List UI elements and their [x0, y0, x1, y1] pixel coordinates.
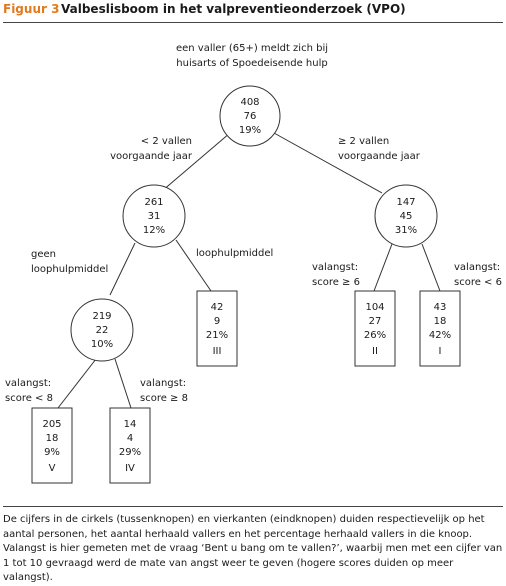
leaf-I-fallers: 18	[434, 316, 447, 327]
edge-right-leaf-II	[373, 243, 393, 292]
leaf-IV-fallers: 4	[127, 433, 133, 444]
leaf-III: 42 9 21% III	[196, 290, 238, 367]
node-leftleft-percentage: 10%	[91, 339, 113, 350]
node-leftleft-persons: 219	[92, 311, 111, 322]
edge-label-lt6-line-1: valangst:	[454, 262, 500, 273]
edge-left-leaf-III	[175, 239, 212, 292]
edge-left-leftleft	[109, 242, 136, 296]
node-root: 408 76 19%	[219, 85, 281, 147]
node-left-fallers: 31	[148, 211, 161, 222]
node-root-percentage: 19%	[239, 125, 261, 136]
leaf-III-percentage: 21%	[206, 330, 228, 341]
node-left-persons: 261	[144, 197, 163, 208]
leaf-I-label: I	[439, 346, 442, 357]
leaf-II: 104 27 26% II	[354, 290, 396, 367]
edge-label-lt8-line-1: valangst:	[5, 378, 51, 389]
decision-tree: een valler (65+) meldt zich bij huisarts…	[5, 43, 502, 484]
node-root-persons: 408	[240, 97, 259, 108]
bottom-rule	[3, 506, 503, 507]
edge-label-lt8-line-2: score < 8	[5, 393, 53, 404]
figure-label: Figuur 3	[3, 2, 60, 16]
leaf-V-percentage: 9%	[44, 447, 60, 458]
edge-label-ge8-line-1: valangst:	[140, 378, 186, 389]
node-right-persons: 147	[396, 197, 415, 208]
leaf-II-percentage: 26%	[364, 330, 386, 341]
edge-label-ge6-line-2: score ≥ 6	[312, 277, 360, 288]
node-leftleft: 219 22 10%	[70, 298, 134, 362]
tree-edges	[57, 132, 441, 409]
node-left-percentage: 12%	[143, 225, 165, 236]
edge-label-geen-line-2: loophulpmiddel	[31, 264, 108, 275]
top-rule	[3, 22, 503, 23]
edge-label-lt2-line-2: voorgaande jaar	[110, 151, 193, 162]
edge-label-ge8-line-2: score ≥ 8	[140, 393, 188, 404]
node-root-fallers: 76	[244, 111, 257, 122]
edge-label-ge2-line-2: voorgaande jaar	[338, 151, 421, 162]
leaf-II-fallers: 27	[369, 316, 382, 327]
node-leftleft-fallers: 22	[96, 325, 109, 336]
leaf-IV-label: IV	[125, 463, 135, 474]
edge-label-geen-line-1: geen	[31, 249, 56, 260]
edge-root-left	[161, 132, 231, 192]
root-label-line-2: huisarts of Spoedeisende hulp	[176, 58, 327, 69]
edge-leftleft-leaf-IV	[114, 358, 132, 409]
leaf-III-label: III	[213, 346, 222, 357]
node-left: 261 31 12%	[122, 184, 186, 248]
node-right-percentage: 31%	[395, 225, 417, 236]
edge-leftleft-leaf-V	[57, 358, 97, 409]
edge-label-loophulpmiddel: loophulpmiddel	[196, 248, 273, 259]
leaf-V-persons: 205	[42, 419, 61, 430]
figure-caption: De cijfers in de cirkels (tussenknopen) …	[3, 514, 503, 583]
leaf-I-persons: 43	[434, 302, 447, 313]
leaf-I: 43 18 42% I	[419, 290, 461, 367]
leaf-III-persons: 42	[211, 302, 224, 313]
edge-label-lt2-line-1: < 2 vallen	[141, 136, 192, 147]
figure-title: Valbeslisboom in het valpreventieonderzo…	[61, 2, 406, 16]
node-right-fallers: 45	[400, 211, 413, 222]
edge-label-lt6-line-2: score < 6	[454, 277, 502, 288]
node-right: 147 45 31%	[374, 184, 438, 248]
root-label-line-1: een valler (65+) meldt zich bij	[176, 43, 328, 54]
figure-header: Figuur 3 Valbeslisboom in het valprevent…	[3, 0, 503, 22]
edge-label-ge2-line-1: ≥ 2 vallen	[338, 136, 389, 147]
leaf-V-label: V	[49, 463, 56, 474]
leaf-I-percentage: 42%	[429, 330, 451, 341]
leaf-V: 205 18 9% V	[31, 407, 73, 484]
leaf-IV-percentage: 29%	[119, 447, 141, 458]
leaf-II-label: II	[372, 346, 378, 357]
leaf-V-fallers: 18	[46, 433, 59, 444]
edge-label-ge6-line-1: valangst:	[312, 262, 358, 273]
edge-root-right	[273, 132, 383, 194]
leaf-II-persons: 104	[365, 302, 384, 313]
leaf-IV: 14 4 29% IV	[109, 407, 151, 484]
leaf-IV-persons: 14	[124, 419, 137, 430]
edge-right-leaf-I	[421, 243, 441, 292]
leaf-III-fallers: 9	[214, 316, 220, 327]
